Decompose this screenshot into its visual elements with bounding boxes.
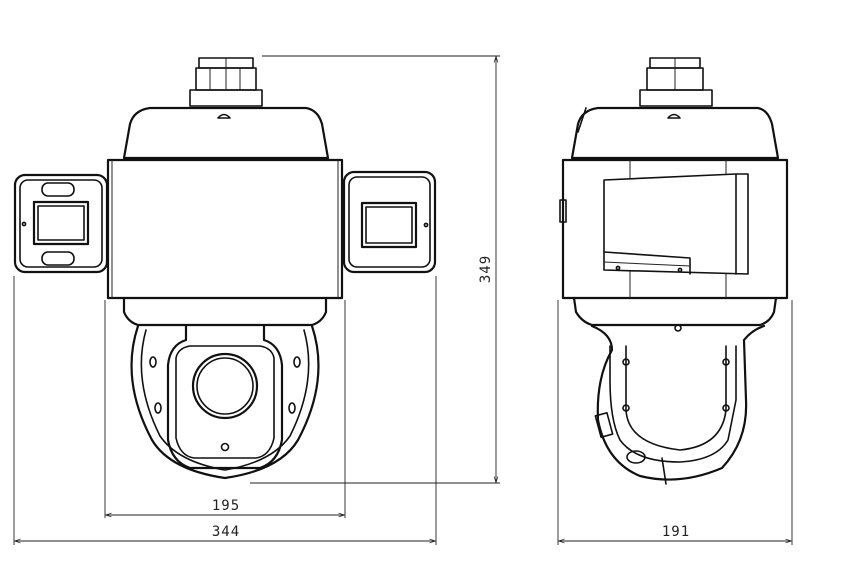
dim-label-side-depth: 191 <box>662 524 690 540</box>
side-view <box>559 57 789 485</box>
front-left-illuminator <box>13 173 109 274</box>
dim-label-front-overall-width: 344 <box>212 524 240 540</box>
front-housing <box>106 158 344 327</box>
dimension-lines <box>13 55 793 545</box>
dim-label-overall-height: 349 <box>478 255 494 283</box>
side-illuminator <box>603 173 749 275</box>
side-mount-cap <box>570 106 780 160</box>
side-ptz-head <box>590 324 766 485</box>
front-mount-cap <box>122 106 330 160</box>
front-view <box>13 57 437 480</box>
front-mount-stem <box>189 57 263 107</box>
dimension-labels: 195 344 349 191 <box>212 255 690 540</box>
front-ptz-head <box>130 324 320 480</box>
front-right-illuminator <box>342 170 437 274</box>
side-mount-stem <box>639 57 713 107</box>
dim-label-front-body-width: 195 <box>212 498 240 514</box>
